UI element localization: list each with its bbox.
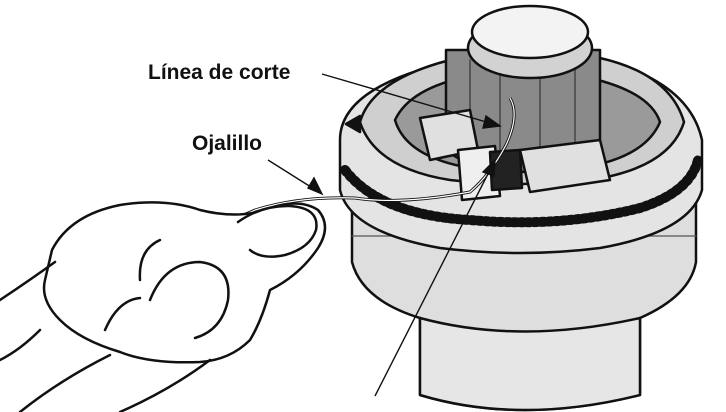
hand-finger-2 xyxy=(138,238,162,282)
head-clip-right xyxy=(518,138,612,194)
leader-cut-line-arrowhead xyxy=(482,114,502,129)
head-arrow-marker xyxy=(344,114,362,134)
leader-eyelet-arrowhead xyxy=(306,176,324,196)
leader-cut-line xyxy=(321,73,501,127)
hand-thumb xyxy=(236,204,318,258)
hand xyxy=(0,201,327,412)
hand-finger-3 xyxy=(103,296,142,332)
leader-slot-arrowhead xyxy=(481,158,496,177)
head-base-ring xyxy=(418,316,642,412)
cut-line-label: Línea de corte xyxy=(148,61,291,84)
leader-slot xyxy=(374,159,496,397)
callout-leaders xyxy=(267,73,502,397)
trimmer-head xyxy=(338,4,704,412)
head-knob-top xyxy=(470,4,590,60)
hand-finger-1 xyxy=(148,260,230,340)
eyelet-label: Ojalillo xyxy=(192,132,263,155)
hand-wrist xyxy=(0,260,212,412)
